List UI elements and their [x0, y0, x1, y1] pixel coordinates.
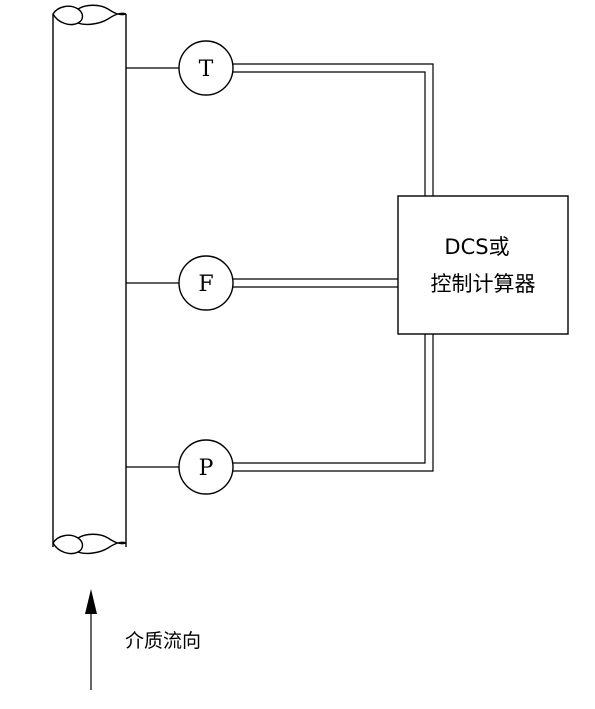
pressure-gauge: P	[178, 439, 234, 495]
controller-line-2: 控制计算器	[431, 272, 536, 296]
pressure-gauge-label: P	[199, 456, 214, 481]
controller-box: DCS或 控制计算器	[397, 195, 569, 335]
pipe-top-break	[52, 5, 84, 26]
flow-gauge-circle	[178, 255, 234, 311]
controller-line-1: DCS或	[444, 235, 509, 259]
flow-gauge: F	[178, 255, 234, 311]
signal-line-pressure	[233, 334, 434, 472]
flow-gauge-label: F	[198, 272, 213, 297]
temperature-gauge-circle	[178, 40, 234, 96]
temperature-gauge-label: T	[199, 57, 214, 82]
signal-line-temperature	[233, 63, 434, 196]
pipe-bottom-break-right	[77, 533, 127, 555]
flow-direction-label: 介质流向	[125, 630, 201, 652]
pipe	[52, 4, 127, 555]
signal-line-flow	[233, 278, 398, 288]
temperature-gauge: T	[178, 40, 234, 96]
flow-direction-indicator: 介质流向	[85, 589, 201, 690]
controller-box-frame	[397, 195, 569, 335]
pipe-bottom-break	[52, 534, 84, 555]
pipe-top-break-right	[77, 4, 127, 26]
pressure-gauge-circle	[178, 439, 234, 495]
arrow-up-icon	[85, 589, 97, 614]
